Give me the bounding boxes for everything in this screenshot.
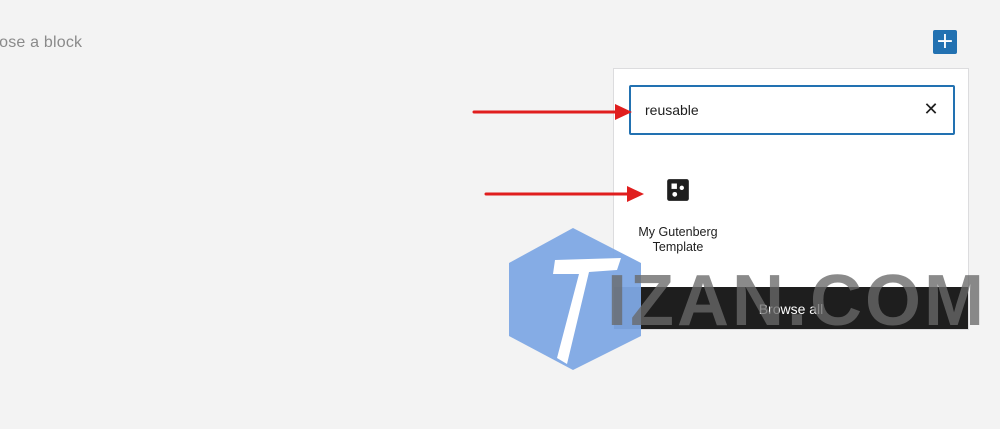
watermark-text: IZAN.COM [607, 261, 987, 341]
watermark: IZAN.COM [505, 228, 1000, 370]
block-placeholder[interactable]: oose a block [0, 34, 83, 51]
block-inserter-popover: ✕ My Gutenberg Template Browse all [613, 68, 969, 330]
block-result-label: My Gutenberg Template [638, 225, 718, 254]
block-search-box: ✕ [629, 85, 955, 135]
add-block-button[interactable]: + [933, 30, 957, 54]
annotation-arrow-search [472, 104, 632, 120]
block-result-item[interactable]: My Gutenberg Template [628, 177, 728, 267]
watermark-logo-icon [509, 228, 641, 370]
block-search-input[interactable] [645, 99, 905, 121]
annotation-arrow-block [484, 186, 644, 202]
close-icon[interactable]: ✕ [923, 99, 939, 120]
browse-all-button[interactable]: Browse all [614, 287, 968, 329]
reusable-block-icon [667, 179, 689, 201]
